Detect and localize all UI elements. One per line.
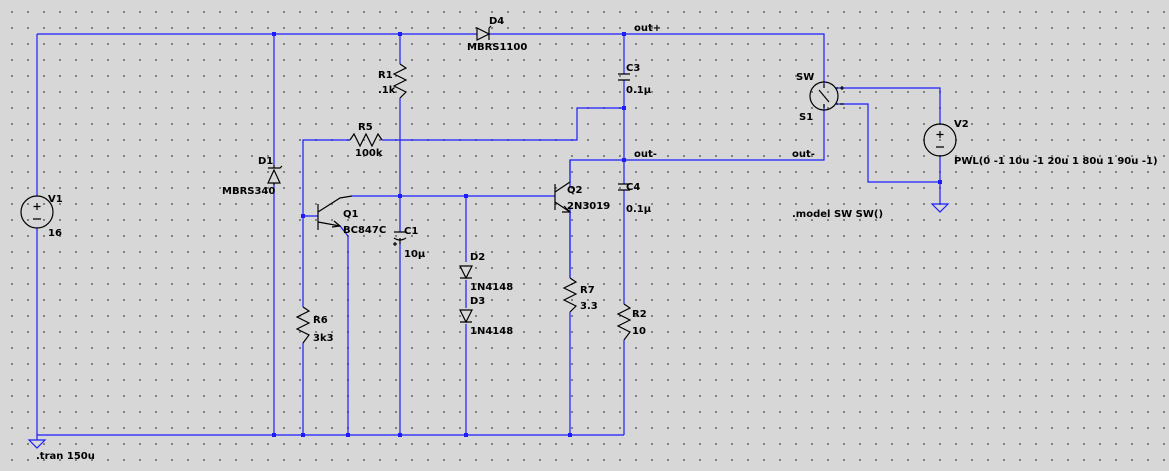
resistor-r7[interactable]: R7 3.3 xyxy=(562,277,598,313)
wire-v2-loop xyxy=(836,87,941,204)
resistor-r2[interactable]: R2 10 xyxy=(616,303,647,341)
resistor-icon xyxy=(616,303,632,341)
diode-d3[interactable]: D3 1N4148 xyxy=(459,296,513,337)
diode-d2[interactable]: D2 1N4148 xyxy=(459,252,513,293)
transistor-q2[interactable]: Q2 2N3019 xyxy=(554,160,610,278)
r5-value: 100k xyxy=(355,148,383,159)
resistor-icon xyxy=(349,132,383,148)
q1-ref: Q1 xyxy=(343,209,359,220)
tran-directive[interactable]: .tran 150u xyxy=(36,451,95,462)
r1-ref: R1 xyxy=(378,70,393,81)
s1-ref: S1 xyxy=(799,112,813,123)
diode-d1[interactable]: D1 MBRS340 xyxy=(222,156,283,197)
d1-ref: D1 xyxy=(258,156,273,167)
d2-ref: D2 xyxy=(470,252,485,263)
r7-ref: R7 xyxy=(580,285,595,296)
switch-s1[interactable]: SW S1 xyxy=(796,72,844,123)
c3-ref: C3 xyxy=(626,63,640,74)
r2-ref: R2 xyxy=(632,309,647,320)
r7-value: 3.3 xyxy=(580,301,598,312)
polarized-capacitor-icon xyxy=(393,231,407,246)
s1-value: SW xyxy=(796,72,814,83)
c3-value: 0.1µ xyxy=(626,85,652,96)
capacitor-c1[interactable]: C1 10µ xyxy=(393,226,426,260)
diode-icon xyxy=(459,265,473,280)
q2-value: 2N3019 xyxy=(567,201,610,212)
q1-value: BC847C xyxy=(343,225,386,236)
voltage-source-icon xyxy=(20,195,54,229)
ground-icon xyxy=(930,203,950,213)
q2-ref: Q2 xyxy=(567,185,583,196)
capacitor-c3[interactable]: C3 0.1µ xyxy=(618,63,652,96)
v2-value: PWL(0 -1 10u -1 20u 1 80u 1 90u -1) xyxy=(954,156,1158,167)
source-v1[interactable]: V1 16 xyxy=(20,194,63,239)
diode-icon xyxy=(476,25,492,41)
c1-ref: C1 xyxy=(404,226,418,237)
wire-q2 xyxy=(569,104,825,188)
v1-ref: V1 xyxy=(48,194,63,205)
ground-symbols xyxy=(27,203,950,449)
capacitor-c4[interactable]: C4 0.1µ xyxy=(618,182,652,215)
d4-value: MBRS1100 xyxy=(467,42,527,53)
model-directive[interactable]: .model SW SW() xyxy=(792,209,883,220)
v2-ref: V2 xyxy=(954,119,969,130)
resistor-r5[interactable]: R5 100k xyxy=(349,122,383,159)
c1-value: 10µ xyxy=(404,249,426,260)
diode-icon xyxy=(267,165,283,184)
npn-transistor-icon xyxy=(317,195,353,230)
transistor-q1[interactable]: Q1 BC847C xyxy=(317,195,386,236)
d3-ref: D3 xyxy=(470,296,485,307)
capacitor-icon xyxy=(618,183,630,191)
c4-value: 0.1µ xyxy=(626,204,652,215)
r6-ref: R6 xyxy=(313,315,328,326)
diode-icon xyxy=(459,309,473,324)
wire-top-rail xyxy=(37,33,825,84)
resistor-icon xyxy=(562,277,578,313)
resistor-icon xyxy=(392,63,408,99)
source-v2[interactable]: V2 PWL(0 -1 10u -1 20u 1 80u 1 90u -1) xyxy=(923,119,1158,167)
voltage-source-icon xyxy=(923,123,957,157)
d3-value: 1N4148 xyxy=(470,326,513,337)
d4-ref: D4 xyxy=(489,16,504,27)
ground-icon xyxy=(27,435,47,449)
wire-q1-emitter xyxy=(339,225,349,435)
switch-icon xyxy=(809,81,839,111)
resistor-r1[interactable]: R1 .1k xyxy=(378,63,408,99)
r5-ref: R5 xyxy=(358,122,373,133)
junctions xyxy=(272,32,942,437)
r6-value: 3k3 xyxy=(313,333,334,344)
net-label-out-minus-switch: out- xyxy=(792,149,815,160)
diode-d4[interactable]: D4 MBRS1100 xyxy=(467,16,527,53)
net-label-out-plus: out+ xyxy=(634,23,661,34)
wire-r6 xyxy=(302,215,318,435)
r1-value: .1k xyxy=(378,85,396,96)
net-label-out-minus: out- xyxy=(634,149,657,160)
d1-value: MBRS340 xyxy=(222,186,275,197)
wire-r5 xyxy=(302,107,624,216)
d2-value: 1N4148 xyxy=(470,282,513,293)
r2-value: 10 xyxy=(632,326,646,337)
capacitor-icon xyxy=(618,73,630,81)
v1-value: 16 xyxy=(48,228,62,239)
resistor-r6[interactable]: R6 3k3 xyxy=(295,306,334,344)
c4-ref: C4 xyxy=(626,182,640,193)
resistor-icon xyxy=(295,306,311,344)
wires xyxy=(36,33,941,436)
